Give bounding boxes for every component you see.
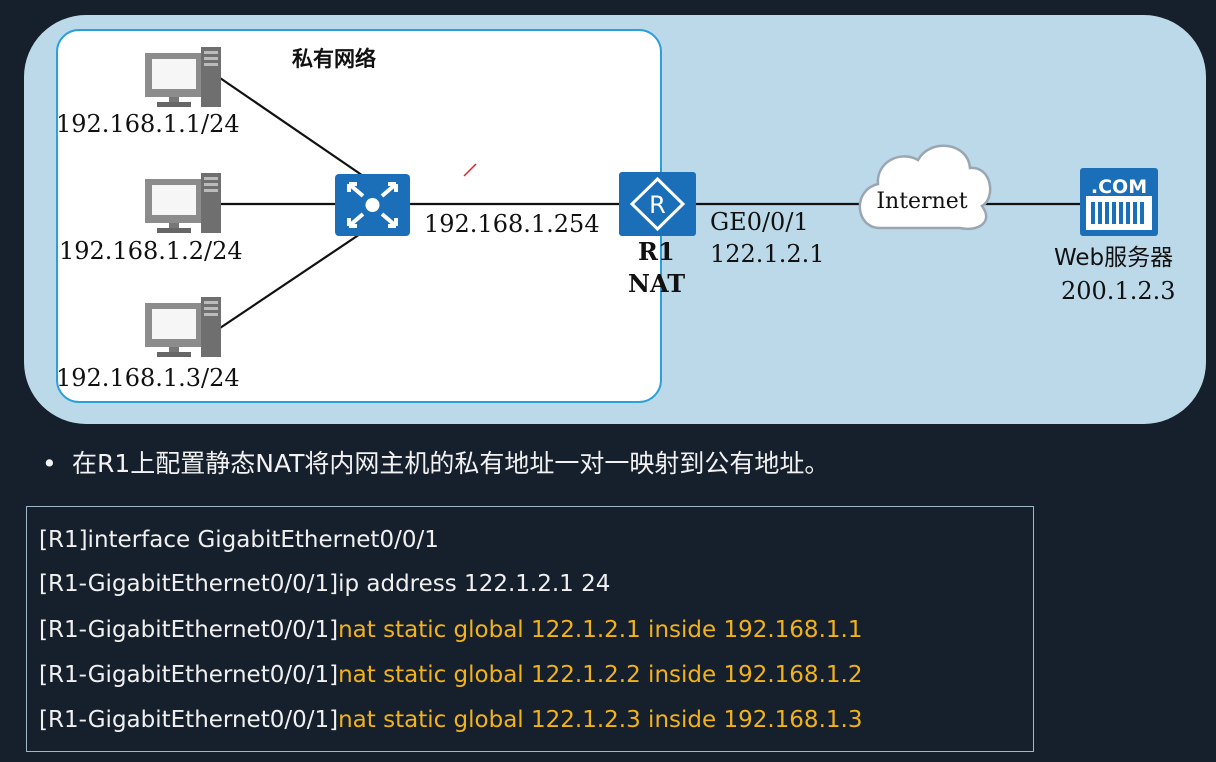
command-listing: [R1]interface GigabitEthernet0/0/1 [R1-G… — [26, 506, 1034, 752]
command-prompt: [R1-GigabitEthernet0/0/1]ip address 122.… — [39, 571, 611, 597]
command-line: [R1-GigabitEthernet0/0/1]nat static glob… — [39, 662, 862, 692]
link-host1-switch — [219, 77, 373, 183]
host3-ip-label: 192.168.1.3/24 — [56, 364, 240, 392]
web-server-icon — [1080, 168, 1158, 236]
server-ip-label: 200.1.2.3 — [1061, 277, 1176, 305]
switch-icon — [335, 174, 410, 236]
router-ip-label: 122.1.2.1 — [710, 240, 825, 268]
router-role-label: NAT — [628, 269, 686, 298]
command-line: [R1-GigabitEthernet0/0/1]nat static glob… — [39, 707, 862, 737]
host2-ip-label: 192.168.1.2/24 — [59, 237, 243, 265]
computer-icon — [145, 47, 221, 107]
network-topology-diagram: R 私有网络 .COM Internet — [24, 15, 1206, 424]
command-prompt: [R1-GigabitEthernet0/0/1] — [39, 707, 339, 733]
computer-icon — [145, 173, 221, 233]
router-icon: R — [619, 172, 696, 236]
switch-ip-label: 192.168.1.254 — [424, 210, 600, 238]
private-network-label: 私有网络 — [292, 47, 376, 71]
command-text: nat static global 122.1.2.3 inside 192.1… — [338, 707, 863, 733]
description-bullet: • 在R1上配置静态NAT将内网主机的私有地址一对一映射到公有地址。 — [42, 444, 829, 480]
command-line: [R1]interface GigabitEthernet0/0/1 — [39, 527, 439, 557]
host1-ip-label: 192.168.1.1/24 — [56, 110, 240, 138]
command-prompt: [R1-GigabitEthernet0/0/1] — [39, 662, 339, 688]
command-prompt: [R1]interface GigabitEthernet0/0/1 — [39, 527, 439, 553]
command-text: nat static global 122.1.2.1 inside 192.1… — [338, 617, 863, 643]
server-badge: .COM — [1091, 176, 1147, 198]
router-interface-label: GE0/0/1 — [710, 208, 809, 236]
command-prompt: [R1-GigabitEthernet0/0/1] — [39, 617, 339, 643]
cloud-icon — [858, 144, 992, 231]
command-line: [R1-GigabitEthernet0/0/1]nat static glob… — [39, 617, 862, 647]
command-line: [R1-GigabitEthernet0/0/1]ip address 122.… — [39, 571, 610, 601]
description-text: 在R1上配置静态NAT将内网主机的私有地址一对一映射到公有地址。 — [72, 449, 830, 478]
svg-text:R: R — [649, 191, 666, 219]
bullet-icon: • — [42, 449, 57, 478]
command-text: nat static global 122.1.2.2 inside 192.1… — [338, 662, 863, 688]
computer-icon — [145, 297, 221, 357]
pen-cursor-icon — [463, 163, 477, 177]
link-host3-switch — [219, 225, 373, 329]
server-name-label: Web服务器 — [1054, 245, 1174, 271]
router-name-label: R1 — [638, 237, 675, 266]
cloud-label: Internet — [876, 189, 967, 214]
